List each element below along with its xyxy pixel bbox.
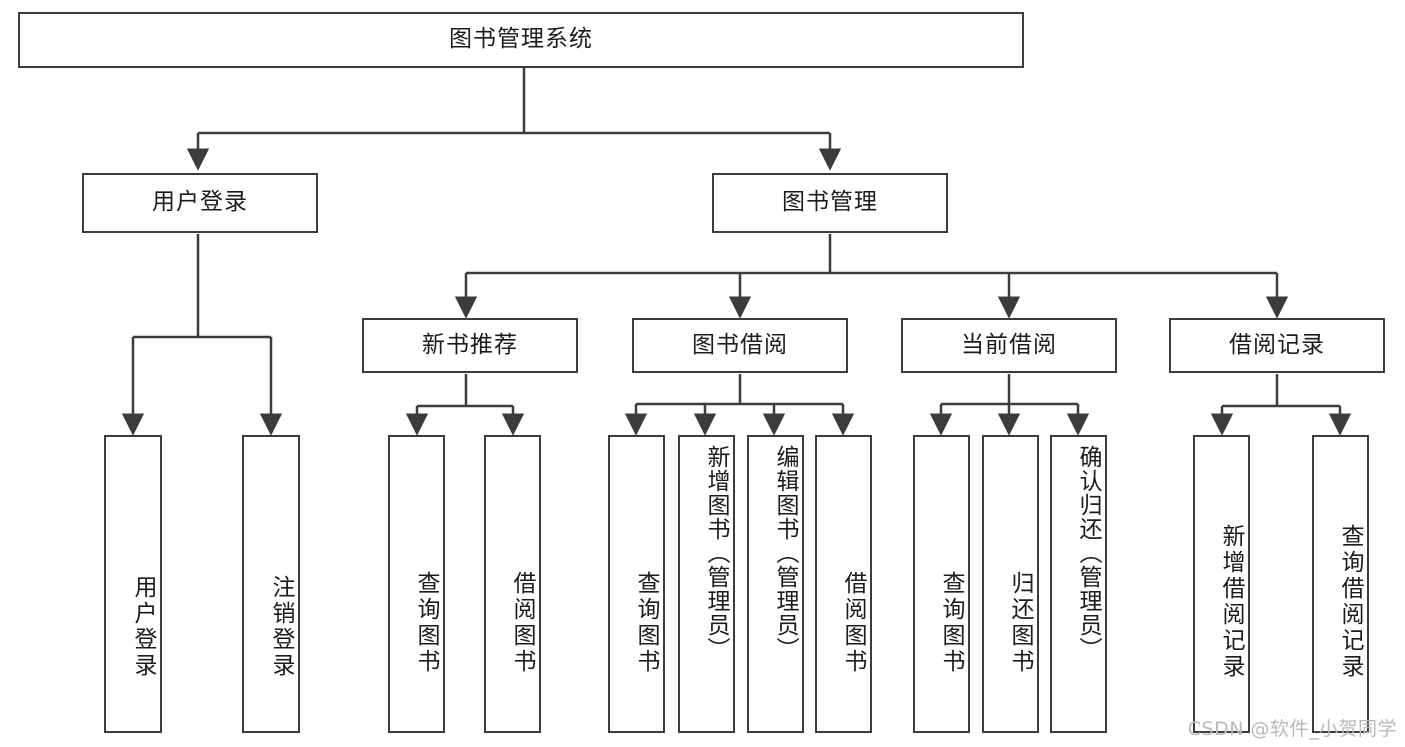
node-borrow-record[interactable]: 借阅记录 [1169,318,1385,373]
leaf-user-login[interactable]: 用户登录 [104,435,162,733]
leaf-return-book[interactable]: 归还图书 [982,435,1039,733]
node-label: 新增图书（管理员） [703,445,729,661]
leaf-add-book-admin[interactable]: 新增图书（管理员） [678,435,735,733]
node-label: 借阅图书 [509,571,535,675]
node-label: 注销登录 [268,575,294,679]
node-current-borrow[interactable]: 当前借阅 [901,318,1117,373]
node-label: 确认归还（管理员） [1075,445,1101,661]
watermark-text: CSDN @软件_小贺同学 [1187,718,1397,740]
node-label: 查询图书 [938,571,964,675]
node-label: 借阅记录 [1229,331,1325,358]
node-root-book-management-system[interactable]: 图书管理系统 [18,12,1024,68]
node-label: 用户登录 [130,575,156,679]
node-label: 借阅图书 [840,571,866,675]
leaf-query-book-newbook[interactable]: 查询图书 [388,435,445,733]
leaf-borrow-book[interactable]: 借阅图书 [815,435,872,733]
node-label: 图书管理 [782,189,878,216]
node-label: 查询图书 [413,571,439,675]
node-label: 图书管理系统 [449,26,593,53]
leaf-add-borrow-record[interactable]: 新增借阅记录 [1193,435,1250,733]
node-label: 查询图书 [633,571,659,675]
node-new-book-recommend[interactable]: 新书推荐 [362,318,578,373]
node-label: 新书推荐 [422,331,518,358]
node-label: 编辑图书（管理员） [772,445,798,661]
leaf-edit-book-admin[interactable]: 编辑图书（管理员） [747,435,804,733]
leaf-query-book-current[interactable]: 查询图书 [913,435,970,733]
leaf-confirm-return-admin[interactable]: 确认归还（管理员） [1050,435,1107,733]
node-label: 用户登录 [152,189,248,216]
node-label: 新增借阅记录 [1218,524,1244,680]
node-label: 图书借阅 [692,331,788,358]
node-label: 查询借阅记录 [1337,524,1363,680]
node-book-management[interactable]: 图书管理 [712,173,948,233]
node-label: 归还图书 [1007,571,1033,675]
node-label: 当前借阅 [961,331,1057,358]
leaf-query-book-borrow[interactable]: 查询图书 [608,435,665,733]
node-book-borrow[interactable]: 图书借阅 [632,318,848,373]
leaf-query-borrow-record[interactable]: 查询借阅记录 [1312,435,1369,733]
node-user-login[interactable]: 用户登录 [82,173,318,233]
leaf-logout[interactable]: 注销登录 [242,435,300,733]
leaf-borrow-book-newbook[interactable]: 借阅图书 [484,435,541,733]
